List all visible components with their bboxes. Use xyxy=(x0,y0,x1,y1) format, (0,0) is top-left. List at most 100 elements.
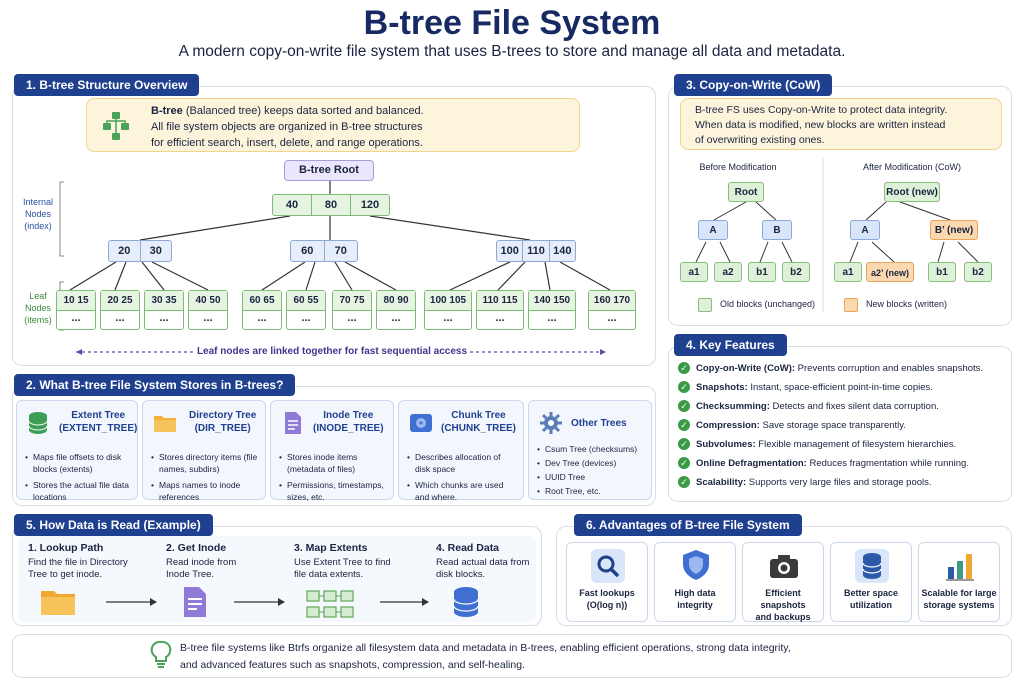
step-desc: Use Extent Tree to find xyxy=(294,557,391,568)
section4-heading: 4. Key Features xyxy=(674,334,787,356)
advantage-label: Efficient snapshots xyxy=(760,588,806,610)
bar-chart-icon xyxy=(946,554,974,581)
section6-heading: 6. Advantages of B-tree File System xyxy=(574,514,802,536)
feature-name: Scalability: xyxy=(696,477,747,488)
legend-new-label: New blocks (written) xyxy=(866,299,948,309)
feature-item: ✓Copy-on-Write (CoW): Prevents corruptio… xyxy=(678,362,983,376)
advantage-label: (O(log n)) xyxy=(586,600,628,610)
step-desc: Find the file in Directory xyxy=(28,557,128,568)
shield-icon xyxy=(683,550,709,580)
card-item: Csum Tree (checksums) xyxy=(537,443,645,455)
card-title: Directory Tree xyxy=(189,410,257,421)
folder-icon xyxy=(41,591,75,615)
leaf-node: 60 55... xyxy=(286,290,326,330)
callout-bold-term: B-tree xyxy=(151,105,183,117)
card-title: Inode Tree xyxy=(323,410,374,421)
flow-arrows xyxy=(106,598,429,606)
check-icon: ✓ xyxy=(678,400,690,413)
feature-item: ✓Subvolumes: Flexible management of file… xyxy=(678,438,956,452)
root-node: 40 80 120 xyxy=(272,194,390,216)
summary-footer xyxy=(12,634,1012,678)
leaf-node: 110 115... xyxy=(476,290,524,330)
after-a2-new-node: a2’ (new) xyxy=(866,262,914,282)
cow-callout-line1: B-tree FS uses Copy-on-Write to protect … xyxy=(695,104,948,116)
advantage-label: and backups xyxy=(755,612,811,622)
step-desc: Inode Tree. xyxy=(166,569,215,580)
magnifier-icon xyxy=(597,555,620,578)
leaf-link-note: Leaf nodes are linked together for fast … xyxy=(196,346,468,357)
read-flow-inner xyxy=(18,536,536,622)
internal-key: 140 xyxy=(548,241,575,261)
lightbulb-icon xyxy=(150,640,172,668)
after-label: After Modification (CoW) xyxy=(862,162,962,172)
file-icon xyxy=(184,587,206,617)
step-desc: Read inode from xyxy=(166,557,237,568)
advantage-label: Fast lookups xyxy=(579,588,635,598)
card-item: Root Tree, etc. xyxy=(537,485,645,497)
feature-item: ✓Checksumming: Detects and fixes silent … xyxy=(678,400,939,414)
inode-tree-card: Inode Tree(INODE_TREE) Stores inode item… xyxy=(270,400,394,502)
feature-name: Copy-on-Write (CoW): xyxy=(696,363,796,374)
leaf-key: 55 xyxy=(307,295,319,306)
cow-callout: B-tree FS uses Copy-on-Write to protect … xyxy=(680,98,1002,150)
leaf-key: 100 xyxy=(429,295,447,306)
card-item: Stores directory items (file names, subd… xyxy=(151,451,259,475)
after-b1-node: b1 xyxy=(928,262,956,282)
internal-key: 60 xyxy=(301,245,314,257)
card-subtitle: (DIR_TREE) xyxy=(194,423,251,434)
leaf-node: 70 75... xyxy=(332,290,372,330)
database-icon xyxy=(28,412,48,434)
before-b1-node: b1 xyxy=(748,262,776,282)
database-icon xyxy=(453,587,479,617)
root-key: 120 xyxy=(350,195,389,215)
section2-heading: 2. What B-tree File System Stores in B-t… xyxy=(14,374,296,396)
section1-heading: 1. B-tree Structure Overview xyxy=(14,74,200,96)
before-a1-node: a1 xyxy=(680,262,708,282)
card-subtitle: (CHUNK_TREE) xyxy=(441,423,516,434)
feature-name: Snapshots: xyxy=(696,382,748,393)
read-step: 2. Get Inode Read inode from Inode Tree. xyxy=(166,542,276,581)
other-trees-card: Other Trees Csum Tree (checksums)Dev Tre… xyxy=(528,400,652,500)
feature-desc: Detects and fixes silent data corruption… xyxy=(769,401,939,412)
feature-desc: Instant, space-efficient point-in-time c… xyxy=(747,382,933,393)
feature-item: ✓Snapshots: Instant, space-efficient poi… xyxy=(678,381,933,395)
internal-key: 70 xyxy=(323,241,358,261)
leaf-key: 110 xyxy=(482,295,499,306)
check-icon: ✓ xyxy=(678,419,690,432)
leaf-ellipsis: ... xyxy=(391,312,401,324)
feature-desc: Reduces fragmentation while running. xyxy=(806,458,969,469)
leaf-node: 160 170... xyxy=(588,290,636,330)
legend-new-swatch xyxy=(844,298,858,312)
leaf-ellipsis: ... xyxy=(547,312,557,324)
leaf-node: 20 25... xyxy=(100,290,140,330)
leaf-key: 30 xyxy=(151,295,163,306)
leaf-key: 170 xyxy=(613,295,631,306)
summary-line2: and advanced features such as snapshots,… xyxy=(180,659,525,671)
read-step: 3. Map Extents Use Extent Tree to find f… xyxy=(294,542,414,581)
check-icon: ✓ xyxy=(678,438,690,451)
leaf-key: 140 xyxy=(533,295,551,306)
leaf-node: 30 35... xyxy=(144,290,184,330)
after-root-node: Root (new) xyxy=(884,182,940,202)
leaf-key: 150 xyxy=(553,295,571,306)
leaf-key: 40 xyxy=(195,295,207,306)
advantage-label: storage systems xyxy=(923,600,995,610)
advantage-item: Fast lookups (O(log n)) xyxy=(566,542,648,622)
feature-desc: Save storage space transparently. xyxy=(759,420,906,431)
file-icon xyxy=(285,412,301,434)
before-b-node: B xyxy=(762,220,792,240)
after-a1-node: a1 xyxy=(834,262,862,282)
leaf-key: 35 xyxy=(165,295,177,306)
leaf-node: 60 65... xyxy=(242,290,282,330)
leaf-node: 10 15... xyxy=(56,290,96,330)
leaf-ellipsis: ... xyxy=(347,312,357,324)
advantage-label: Scalable for large xyxy=(921,588,997,598)
leaf-key: 20 xyxy=(107,295,119,306)
leaf-node: 140 150... xyxy=(528,290,576,330)
feature-desc: Prevents corruption and enables snapshot… xyxy=(795,363,984,374)
callout-line1: (Balanced tree) keeps data sorted and ba… xyxy=(182,105,424,117)
legend-old-label: Old blocks (unchanged) xyxy=(720,299,816,309)
advantage-label: utilization xyxy=(850,600,892,610)
leaf-key: 60 xyxy=(249,295,261,306)
